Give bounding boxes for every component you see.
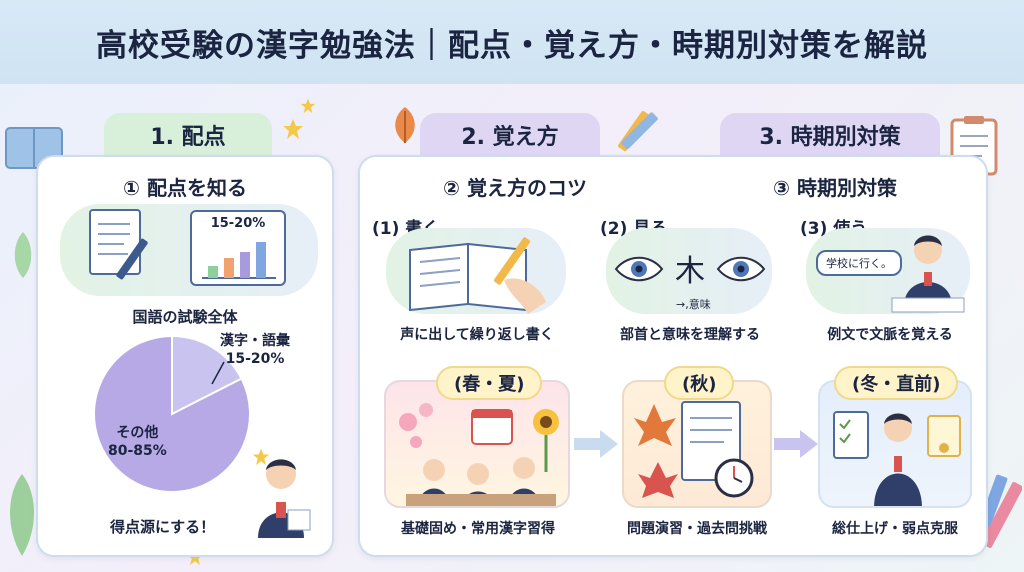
autumn-illustration [622,380,772,508]
winter-illustration [818,380,972,508]
step-use-caption: 例文で文脈を覚える [827,327,953,343]
kanji-meaning-note: →,意味 [676,298,711,311]
phase-autumn-caption: 問題演習・過去問挑戦 [627,521,767,537]
star-icon [283,119,303,139]
season-spring-summer-badge: (春・夏) [436,366,543,400]
leaf-icon [14,232,32,278]
phase-spring-summer-caption: 基礎固め・常用漢字習得 [401,521,555,537]
score-source-caption: 得点源にする！ [110,518,216,536]
tab-timing: 3. 時期別対策 [720,113,940,157]
tab-scoring-label: 1. 配点 [150,125,226,150]
page-title: 高校受験の漢字勉強法｜配点・覚え方・時期別対策を解説 [96,27,928,64]
tab-scoring: 1. 配点 [104,113,272,157]
kanji-vocab-label: 漢字・語彙 15-20% [220,332,290,368]
star-icon [300,98,316,114]
tab-memorization: 2. 覚え方 [420,113,600,157]
example-sentence-bubble: 学校に行く。 [816,250,902,276]
student-icon [258,459,311,538]
arrow-right-icon [574,430,618,458]
pie-chart [93,334,251,493]
title-bar: 高校受験の漢字勉強法｜配点・覚え方・時期別対策を解説 [0,0,1024,84]
tab-timing-label: 3. 時期別対策 [759,125,901,150]
timing-heading: ③ 時期別対策 [773,176,897,200]
kanji-vocab-value: 15-20% [225,351,285,367]
leaf-icon [395,107,415,143]
season-autumn-badge: (秋) [664,366,735,400]
exam-whole-label: 国語の試験全体 [132,308,238,326]
other-label: その他 80-85% [108,424,167,460]
tab-memorization-label: 2. 覚え方 [461,125,559,150]
eye-right-icon [716,256,766,282]
pie-leader-line [211,361,225,385]
kanji-tree: 木 [675,254,705,289]
other-value: 80-85% [108,443,167,459]
notebook-writing-icon [409,237,546,314]
step-see-caption: 部首と意味を理解する [620,327,760,343]
pie-slice-other [93,334,251,493]
phase-winter-caption: 総仕上げ・弱点克服 [832,521,958,537]
exam-paper-icon [89,209,148,280]
bar-chart-card: 15-20% [190,210,286,286]
pencil-icon [618,110,658,152]
bar-chart-card-label: 15-20% [210,216,266,231]
star-icon [186,548,204,566]
sparkle-icon [252,448,270,466]
kanji-vocab-name: 漢字・語彙 [220,333,290,349]
other-name: その他 [116,425,159,441]
step-write-caption: 声に出して繰り返し書く [400,327,554,343]
season-winter-badge: (冬・直前) [834,366,959,400]
arrow-right-icon [774,430,818,458]
scoring-heading: ① 配点を知る [123,176,247,200]
eye-left-icon [614,256,664,282]
student-writing-icon [891,235,965,313]
leaf-icon [10,474,34,556]
pie-slice-kanji-vocab [171,334,243,416]
memorization-heading: ② 覚え方のコツ [443,176,587,200]
